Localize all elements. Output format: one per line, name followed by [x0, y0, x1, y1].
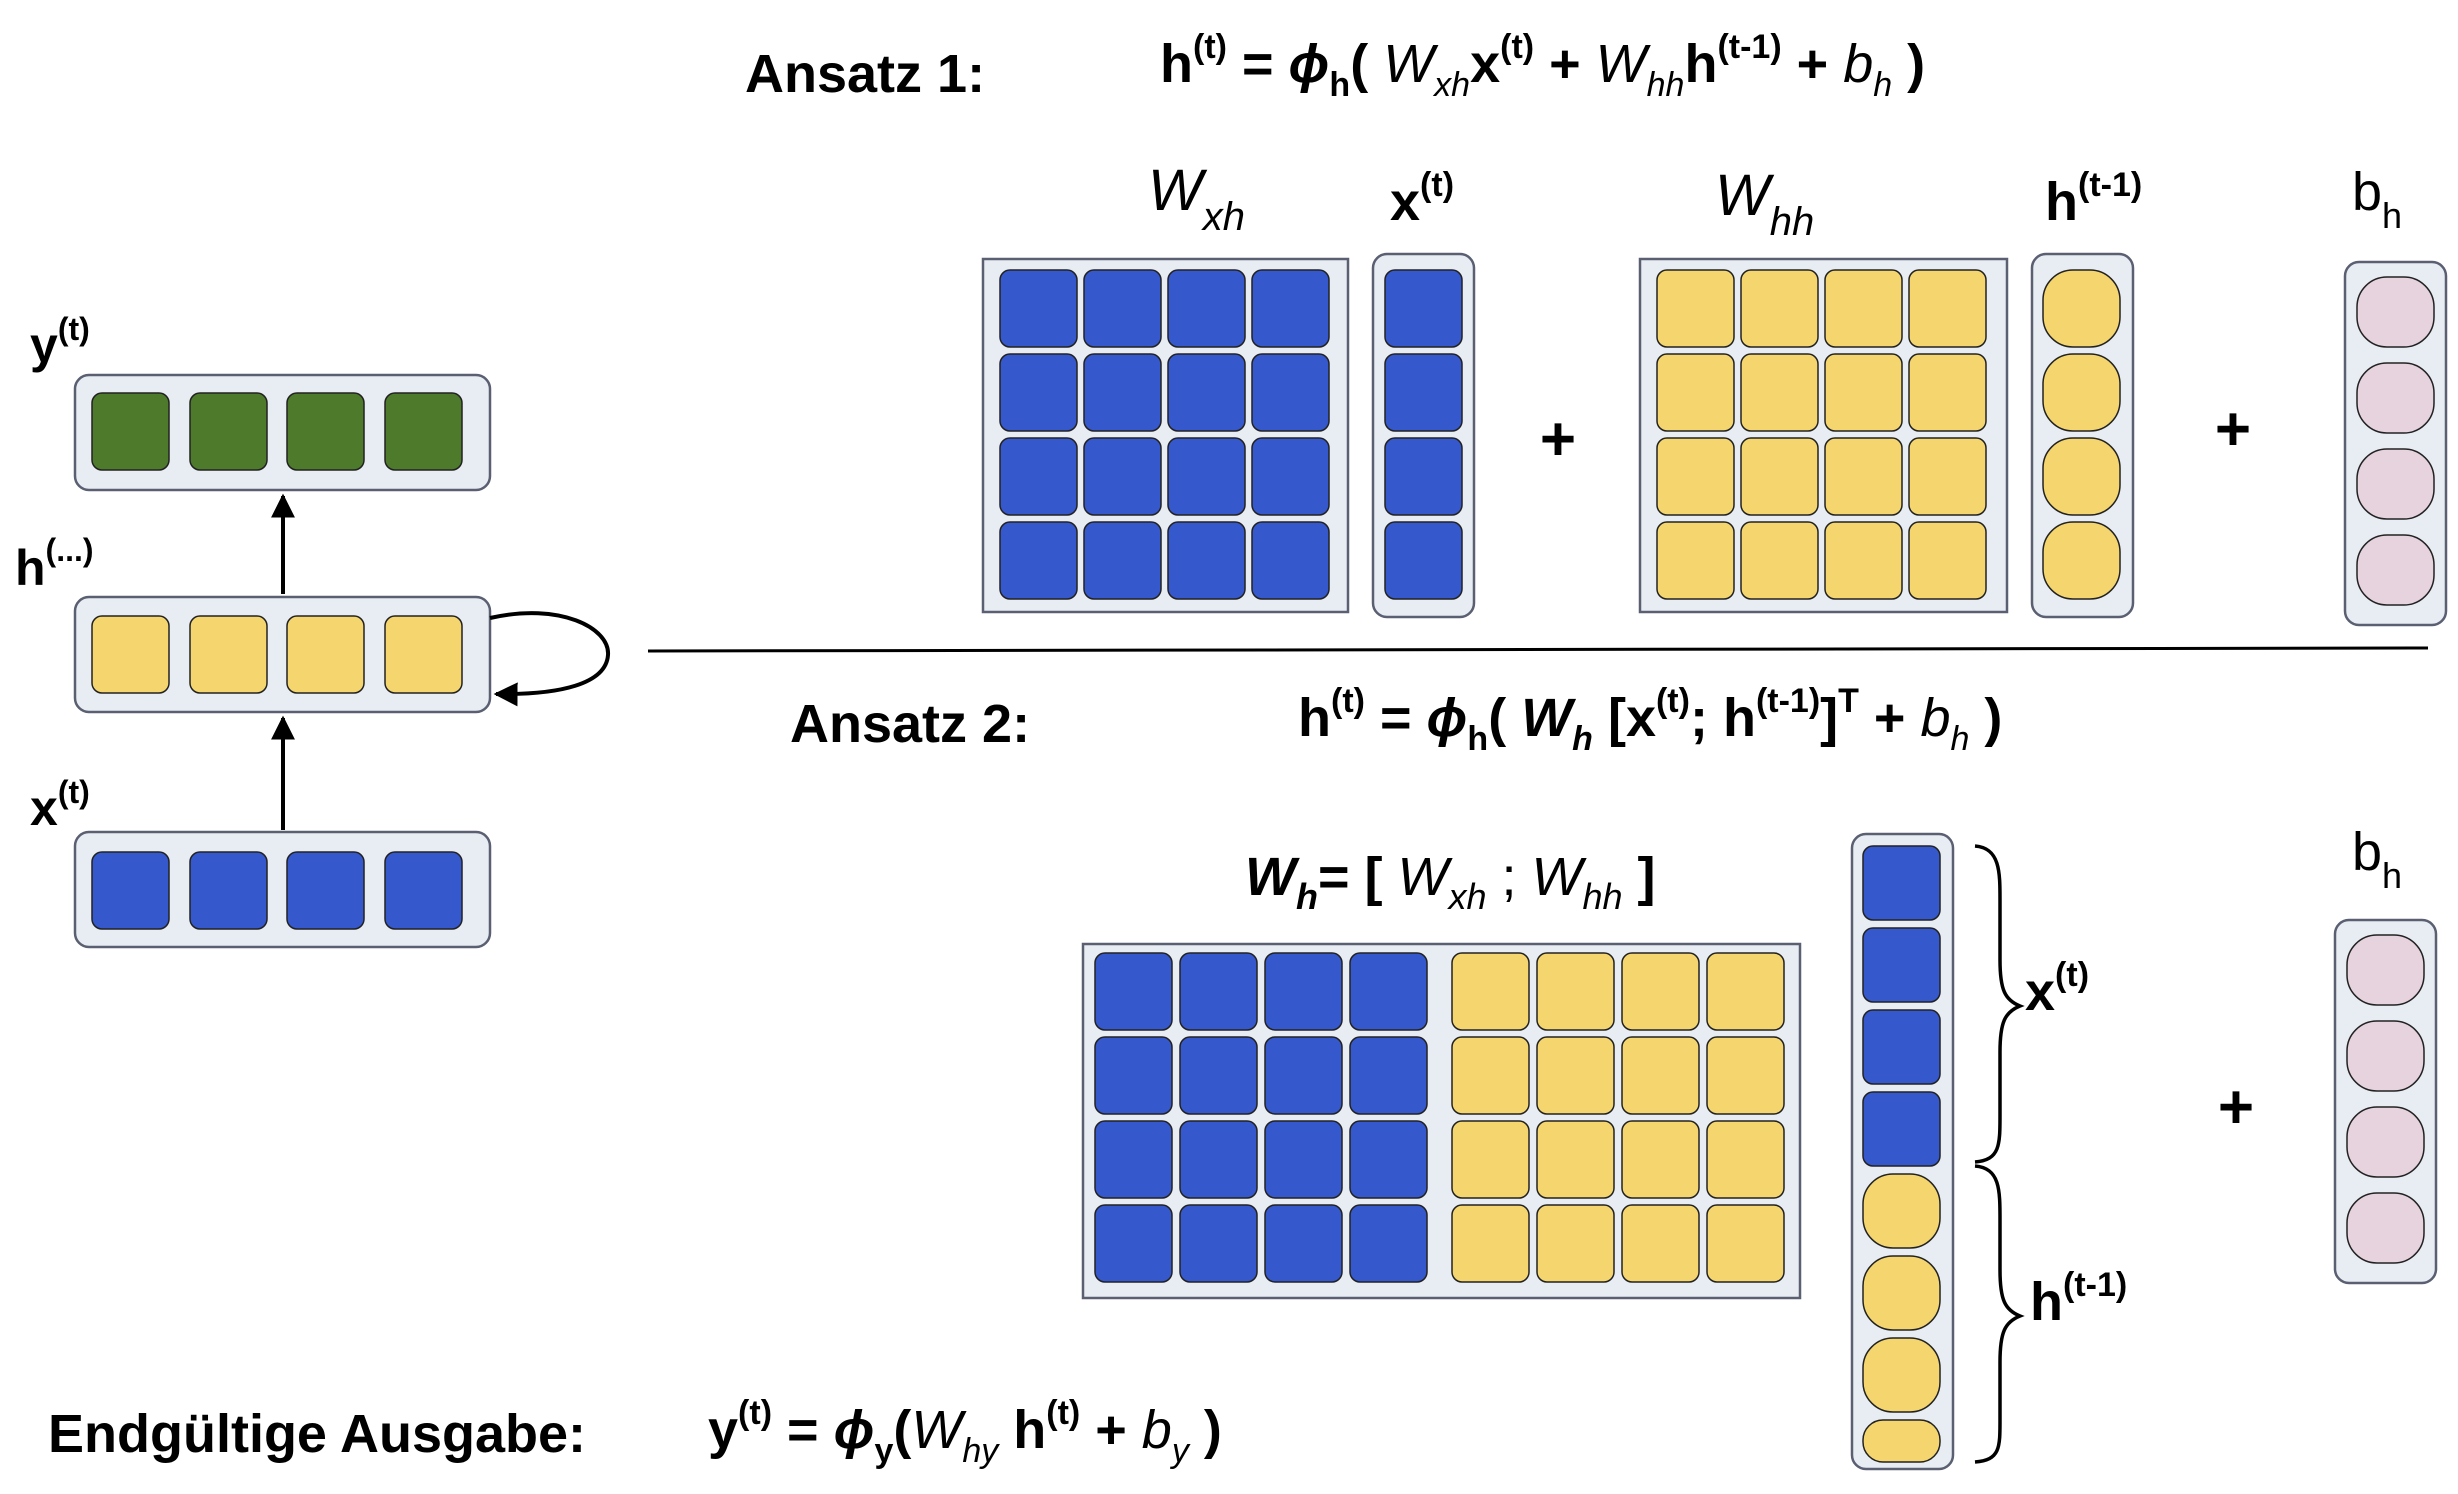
section-divider	[647, 646, 2429, 653]
ansatz2-label: Ansatz 2:	[790, 694, 1030, 754]
y-cell	[286, 392, 365, 471]
bias-vector	[2343, 260, 2448, 627]
Wxh-matrix	[981, 257, 1350, 614]
y-label: y(t)	[30, 311, 90, 373]
ansatz1: Ansatz 1: h(t) = ϕh( Wxhx(t) + Whhh(t-1)…	[745, 28, 2448, 627]
x-vec-label: x(t)	[1390, 166, 1454, 232]
brace-x	[1974, 844, 2025, 1164]
bias-vector	[2333, 918, 2438, 1285]
h-cell	[91, 615, 170, 694]
Wh-combined-matrix	[1081, 942, 1802, 1300]
b-label: bh	[2352, 822, 2402, 896]
x-column-vector	[1371, 252, 1476, 619]
x-vector	[73, 830, 492, 949]
ansatz1-label: Ansatz 1:	[745, 44, 985, 104]
Wh-definition: Wh= [ Wxh ; Whh ]	[1245, 847, 1656, 917]
ansatz2-equation: h(t) = ϕh( Wh [x(t); h(t-1)]T + bh )	[1298, 682, 2002, 758]
Whh-matrix	[1638, 257, 2009, 614]
final-output-equation: y(t) = ϕy(Why h(t) + by )	[708, 1394, 1222, 1470]
y-vector	[73, 373, 492, 492]
x-cell	[384, 851, 463, 930]
x-label: x(t)	[30, 774, 90, 836]
x-cell	[286, 851, 365, 930]
brace-h-label: h(t-1)	[2030, 1266, 2127, 1332]
x-cell	[91, 851, 170, 930]
final-output-label: Endgültige Ausgabe:	[48, 1404, 586, 1464]
plus-sign: +	[2215, 395, 2251, 464]
h-cell	[384, 615, 463, 694]
brace-h	[1974, 1164, 2025, 1464]
b-label: bh	[2352, 162, 2402, 236]
h-cell	[189, 615, 268, 694]
final-output: Endgültige Ausgabe: y(t) = ϕy(Why h(t) +…	[48, 1394, 1222, 1470]
x-cell	[189, 851, 268, 930]
h-label: h(...)	[15, 532, 94, 596]
ansatz1-equation: h(t) = ϕh( Wxhx(t) + Whhh(t-1) + bh )	[1160, 28, 1925, 104]
plus-sign: +	[2218, 1073, 2254, 1142]
h-cell	[286, 615, 365, 694]
y-cell	[91, 392, 170, 471]
Wxh-label: Wxh	[1148, 158, 1245, 239]
y-cell	[189, 392, 268, 471]
recurrent-loop-arrow	[489, 611, 611, 707]
h-prev-column-vector	[2030, 252, 2135, 619]
brace-x-label: x(t)	[2025, 956, 2089, 1022]
ansatz2: Ansatz 2: h(t) = ϕh( Wh [x(t); h(t-1)]T …	[790, 682, 2438, 1471]
y-cell	[384, 392, 463, 471]
h-vector	[73, 595, 492, 714]
plus-sign: +	[1540, 405, 1576, 474]
Whh-label: Whh	[1715, 163, 1814, 244]
rnn-schematic: y(t) h(...) x(t)	[15, 311, 611, 949]
concat-column-vector	[1850, 832, 1955, 1471]
h-prev-label: h(t-1)	[2045, 166, 2142, 232]
